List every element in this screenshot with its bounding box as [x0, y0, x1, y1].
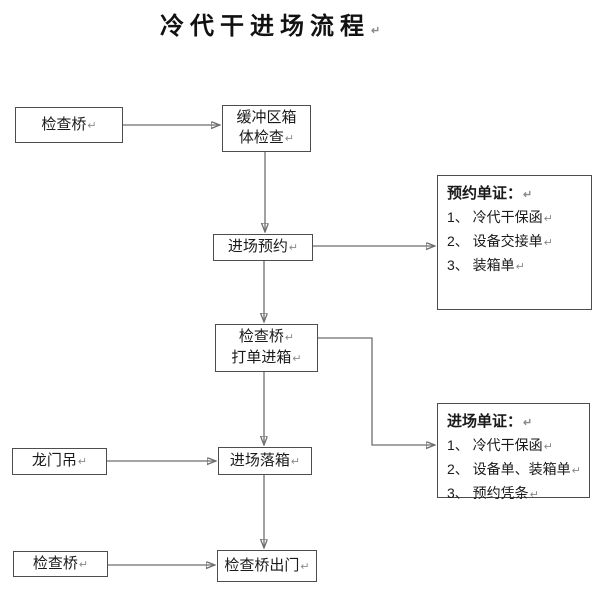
return-mark: ↵: [300, 560, 310, 573]
return-mark: ↵: [292, 353, 302, 365]
panel-item-text: 2、 设备交接单: [447, 233, 543, 249]
node-label-text: 检查桥: [238, 328, 284, 345]
node-label: 检查桥出门↵: [224, 556, 309, 577]
panel-heading-text: 预约单证：: [447, 185, 523, 202]
return-mark: ↵: [284, 133, 295, 145]
node-check-bridge-print: 检查桥↵ 打单进箱↵: [215, 324, 318, 372]
node-label-text: 打单进箱: [231, 349, 292, 366]
return-mark: ↵: [288, 242, 299, 254]
node-entry-drop-box: 进场落箱↵: [218, 447, 312, 475]
node-label-text: 检查桥: [41, 115, 87, 133]
panel-item: 3、 预约凭条↵: [447, 482, 585, 506]
page-title-text: 冷代干进场流程: [160, 13, 370, 40]
return-mark: ↵: [523, 189, 533, 201]
node-gantry-crane: 龙门吊↵: [12, 448, 107, 475]
node-entry-appointment: 进场预约↵: [213, 234, 313, 261]
return-mark: ↵: [543, 213, 553, 225]
node-label-line1: 检查桥↵: [239, 327, 294, 348]
return-mark: ↵: [78, 558, 89, 571]
return-mark: ↵: [571, 465, 581, 477]
return-mark: ↵: [515, 261, 525, 273]
return-mark: ↵: [543, 441, 553, 453]
panel-item: 1、 冷代干保函↵: [447, 434, 585, 458]
panel-item: 1、 冷代干保函↵: [447, 206, 587, 230]
node-check-bridge-bottom: 检查桥↵: [13, 551, 108, 577]
panel-item-text: 3、 预约凭条: [447, 485, 529, 501]
return-mark: ↵: [284, 332, 295, 344]
node-label-text: 检查桥出门: [224, 556, 300, 574]
panel-heading: 预约单证：↵: [447, 183, 587, 206]
node-label-line1: 缓冲区箱: [236, 108, 296, 128]
page-title: 冷代干进场流程↵: [160, 6, 380, 41]
panel-heading-text: 进场单证：: [447, 413, 523, 430]
return-mark: ↵: [87, 119, 97, 132]
node-label-line2: 打单进箱↵: [231, 348, 301, 369]
arrow-checkbridgeprint-to-entrydocs: [318, 337, 435, 445]
return-mark: ↵: [543, 237, 553, 249]
panel-appointment-docs: 预约单证：↵ 1、 冷代干保函↵ 2、 设备交接单↵ 3、 装箱单↵: [437, 175, 592, 310]
panel-item: 3、 装箱单↵: [447, 254, 587, 278]
node-label: 检查桥↵: [41, 115, 96, 136]
panel-entry-docs: 进场单证：↵ 1、 冷代干保函↵ 2、 设备单、装箱单↵ 3、 预约凭条↵: [437, 403, 590, 501]
node-label-text: 缓冲区箱: [236, 109, 297, 126]
panel-item: 2、 设备单、装箱单↵: [447, 458, 585, 482]
panel-item-text: 1、 冷代干保函: [447, 209, 543, 225]
return-mark: ↵: [77, 456, 88, 468]
panel-item-text: 1、 冷代干保函: [447, 437, 543, 453]
node-check-bridge-exit: 检查桥出门↵: [217, 550, 317, 582]
return-mark: ↵: [371, 25, 381, 37]
node-label-text: 进场落箱: [229, 451, 290, 469]
node-label-text: 检查桥: [32, 554, 78, 572]
node-label-text: 进场预约: [227, 238, 288, 255]
node-buffer-zone-check: 缓冲区箱 体检查↵: [222, 105, 311, 152]
panel-item-text: 2、 设备单、装箱单: [447, 461, 571, 477]
node-label-line2: 体检查↵: [239, 128, 294, 149]
node-check-bridge-top: 检查桥↵: [15, 107, 123, 143]
node-label-text: 体检查: [238, 129, 284, 146]
return-mark: ↵: [529, 489, 539, 501]
node-label: 进场落箱↵: [230, 451, 300, 472]
panel-heading: 进场单证：↵: [447, 411, 585, 434]
node-label-text: 龙门吊: [31, 452, 77, 469]
panel-item-text: 3、 装箱单: [447, 257, 515, 273]
node-label: 龙门吊↵: [32, 451, 87, 472]
return-mark: ↵: [290, 455, 301, 468]
panel-item: 2、 设备交接单↵: [447, 230, 587, 254]
node-label: 检查桥↵: [33, 554, 88, 575]
return-mark: ↵: [523, 417, 533, 429]
node-label: 进场预约↵: [228, 237, 298, 258]
